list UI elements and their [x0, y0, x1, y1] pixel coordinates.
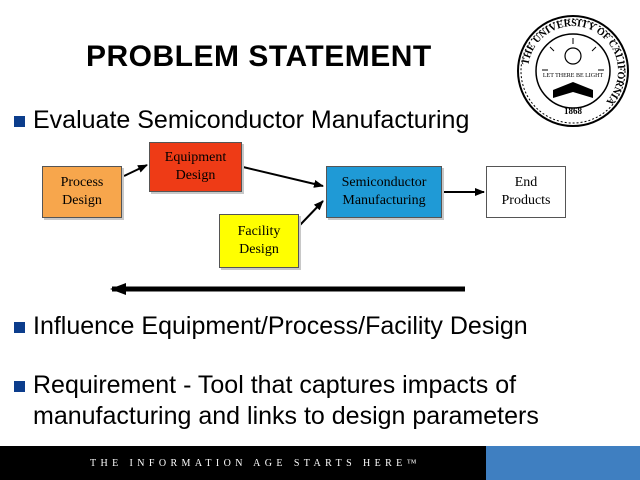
seal-year: 1868	[564, 106, 583, 116]
arrow-equipment-to-semiconductor	[242, 166, 324, 188]
box-label: Semiconductor	[341, 175, 427, 190]
box-label: Manufacturing	[342, 193, 426, 208]
bullet-marker-icon	[14, 381, 25, 392]
box-label: Process	[60, 175, 104, 190]
semiconductor-manufacturing-box: Semiconductor Manufacturing	[326, 166, 442, 218]
process-design-box: Process Design	[42, 166, 122, 218]
bullet-marker-icon	[14, 116, 25, 127]
end-products-box: End Products	[486, 166, 566, 218]
bullet-influence: Influence Equipment/Process/Facility Des…	[14, 311, 528, 342]
university-seal: THE UNIVERSITY OF CALIFORNIA LET THERE B…	[517, 15, 629, 127]
arrow-process-to-equipment	[123, 164, 148, 177]
footer-accent-bar	[486, 446, 640, 480]
bullet-text: Evaluate Semiconductor Manufacturing	[33, 106, 470, 134]
bullet-text: Requirement - Tool that captures impacts…	[33, 371, 539, 430]
arrow-facility-to-semiconductor	[299, 200, 324, 226]
bullet-text: Influence Equipment/Process/Facility Des…	[33, 312, 528, 340]
box-label: Products	[501, 193, 551, 208]
slide-title: PROBLEM STATEMENT	[86, 40, 432, 73]
bullet-marker-icon	[14, 322, 25, 333]
box-label: Equipment	[164, 150, 227, 165]
box-label: Design	[62, 193, 102, 208]
box-label: End	[514, 175, 538, 190]
box-label: Design	[239, 242, 279, 257]
equipment-design-box: Equipment Design	[149, 142, 242, 192]
bullet-evaluate: Evaluate Semiconductor Manufacturing	[14, 105, 469, 136]
seal-motto: LET THERE BE LIGHT	[543, 73, 604, 79]
box-label: Facility	[237, 224, 281, 239]
facility-design-box: Facility Design	[219, 214, 299, 268]
footer-tagline: THE INFORMATION AGE STARTS HERE™	[90, 458, 421, 469]
bullet-requirement: Requirement - Tool that captures impacts…	[14, 370, 624, 432]
box-label: Design	[175, 168, 216, 183]
